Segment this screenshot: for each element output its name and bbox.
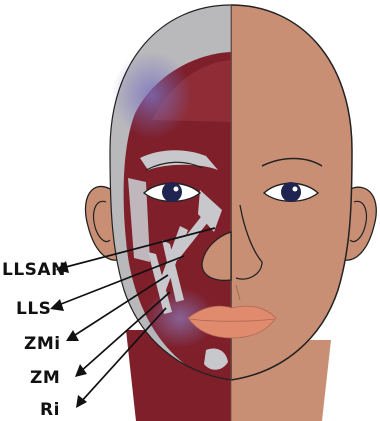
skin-half <box>231 5 376 421</box>
muscle-half <box>85 5 231 421</box>
right-eye-highlight <box>293 187 298 192</box>
right-iris <box>281 182 301 202</box>
left-iris <box>162 182 182 202</box>
label-ri: Ri <box>40 400 60 420</box>
left-eye-highlight <box>174 187 179 192</box>
label-zm: ZM <box>30 368 60 388</box>
arrowhead-lls <box>50 299 64 311</box>
temple-tint <box>112 51 192 139</box>
label-lls: LLS <box>16 299 51 319</box>
arrowhead-zm <box>75 364 87 377</box>
arrowhead-zmi <box>66 330 79 341</box>
label-zmi: ZMi <box>24 334 61 354</box>
label-llsan: LLSAN <box>2 260 66 280</box>
